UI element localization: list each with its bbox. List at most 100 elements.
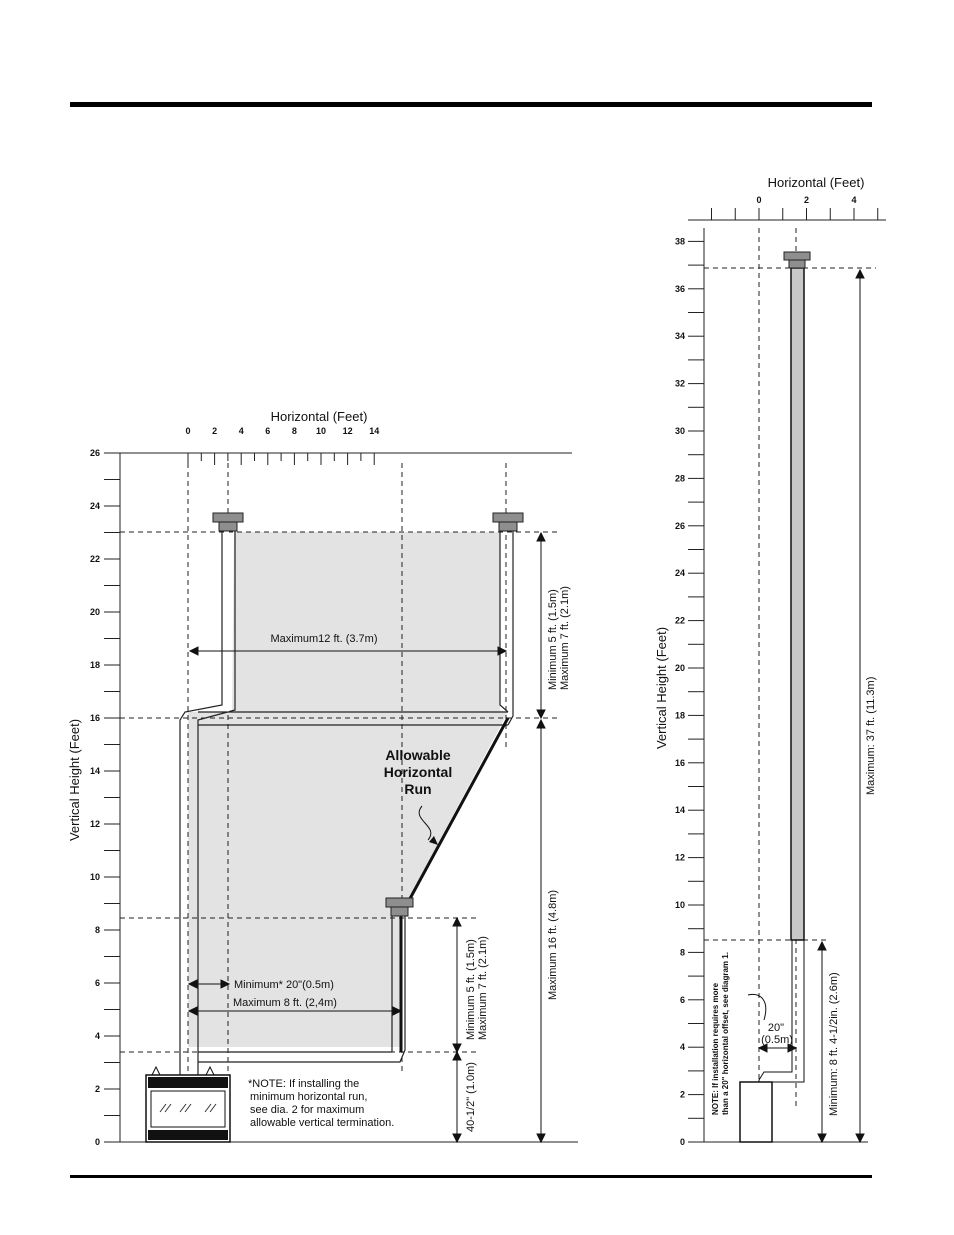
left-y-tick-label: 0 (95, 1137, 100, 1147)
right-y-axis-title: Vertical Height (Feet) (654, 627, 669, 749)
allowable-label-3: Run (404, 781, 431, 797)
min-8-label: Minimum: 8 ft. 4-1/2in. (2.6m) (828, 972, 840, 1116)
label-max-horizontal: Maximum12 ft. (3.7m) (271, 633, 378, 645)
height-40-label: 40-1/2" (1.0m) (465, 1062, 477, 1132)
right-y-tick-label: 16 (675, 758, 685, 768)
allowable-region (188, 532, 508, 1047)
right-x-ticks: 0 2 4 (711, 195, 879, 220)
right-y-tick-label: 18 (675, 710, 685, 720)
right-x-axis-title: Horizontal (Feet) (768, 175, 865, 190)
left-y-tick-label: 6 (95, 978, 100, 988)
left-y-tick-label: 18 (90, 660, 100, 670)
appliance-unit (739, 1081, 773, 1143)
left-x-tick-label: 12 (343, 426, 353, 436)
left-y-tick-label: 12 (90, 819, 100, 829)
dim-vert-37 (855, 268, 865, 1144)
allowable-label-1: Allowable (385, 747, 451, 763)
right-y-tick-label: 38 (675, 236, 685, 246)
max-16-label: Maximum 16 ft. (4.8m) (547, 890, 559, 1000)
right-y-tick-label: 22 (675, 616, 685, 626)
termination-cap-tall (783, 251, 811, 269)
right-y-tick-label: 14 (675, 805, 685, 815)
termination-cap-left (212, 512, 244, 532)
allowable-label-2: Horizontal (384, 764, 452, 780)
right-y-tick-label: 4 (680, 1042, 685, 1052)
right-x-tick-label: 2 (804, 195, 809, 205)
dim-arrow-max8 (187, 1006, 403, 1016)
right-diagram: Horizontal (Feet) Vertical Height (Feet)… (654, 175, 886, 1147)
right-y-tick-label: 0 (680, 1137, 685, 1147)
offset-20-label: 20" (768, 1022, 784, 1034)
upper-max-label: Maximum 7 ft. (2.1m) (559, 586, 571, 690)
footer-rule (70, 1175, 872, 1178)
left-y-tick-label: 26 (90, 448, 100, 458)
left-x-ticks: 0 2 4 6 8 10 12 14 (185, 426, 379, 465)
note-line-4: allowable vertical termination. (250, 1117, 394, 1129)
allowable-pointer-head (429, 836, 438, 845)
left-y-tick-label: 10 (90, 872, 100, 882)
dim-vert-lower (452, 916, 462, 1054)
left-x-tick-label: 2 (212, 426, 217, 436)
dim-arrow-max12 (188, 646, 508, 656)
right-y-tick-label: 24 (675, 568, 685, 578)
left-x-tick-label: 0 (185, 426, 190, 436)
right-note-line-1: NOTE: If installation requires more (711, 982, 720, 1115)
right-y-tick-label: 12 (675, 853, 685, 863)
termination-cap-right (492, 512, 524, 532)
right-note-line-2: than a 20" horizontal offset, see diagra… (721, 952, 730, 1115)
dim-vert-max16 (536, 718, 546, 1144)
right-x-tick-label: 0 (756, 195, 761, 205)
left-x-tick-label: 4 (239, 426, 244, 436)
label-max-8: Maximum 8 ft. (2,4m) (233, 997, 337, 1009)
left-x-axis-title: Horizontal (Feet) (271, 409, 368, 424)
right-y-tick-label: 2 (680, 1090, 685, 1100)
left-x-tick-label: 10 (316, 426, 326, 436)
left-y-axis-title: Vertical Height (Feet) (67, 719, 82, 841)
left-x-tick-label: 6 (265, 426, 270, 436)
left-y-tick-label: 16 (90, 713, 100, 723)
dim-arrow-min20 (187, 979, 231, 989)
header-rule (70, 102, 872, 107)
upper-min-label: Minimum 5 ft. (1.5m) (547, 589, 559, 690)
right-y-tick-label: 34 (675, 331, 685, 341)
allowable-diagonal-boundary (398, 717, 510, 918)
right-y-tick-label: 26 (675, 521, 685, 531)
offset-05-label: (0.5m) (761, 1034, 793, 1046)
left-diagram: Horizontal (Feet) Vertical Height (Feet)… (67, 409, 578, 1147)
right-y-tick-label: 10 (675, 900, 685, 910)
left-y-tick-label: 4 (95, 1031, 100, 1041)
right-y-tick-label: 28 (675, 473, 685, 483)
left-y-tick-label: 8 (95, 925, 100, 935)
right-y-tick-label: 8 (680, 947, 685, 957)
left-y-tick-label: 2 (95, 1084, 100, 1094)
note-line-2: minimum horizontal run, (250, 1091, 367, 1103)
left-y-tick-label: 24 (90, 501, 100, 511)
vent-pipe-outlines (179, 530, 514, 1075)
right-y-tick-label: 30 (675, 426, 685, 436)
dim-vert-upper (536, 531, 546, 720)
lower-min-label: Minimum 5 ft. (1.5m) (465, 939, 477, 1040)
right-x-tick-label: 4 (851, 195, 856, 205)
note-line-1: *NOTE: If installing the (248, 1078, 359, 1090)
allowable-pointer (418, 805, 432, 841)
lower-max-label: Maximum 7 ft. (2.1m) (477, 936, 489, 1040)
left-y-tick-label: 20 (90, 607, 100, 617)
left-y-tick-label: 14 (90, 766, 100, 776)
right-y-tick-label: 6 (680, 995, 685, 1005)
dim-vert-40 (452, 1050, 462, 1144)
dim-offset-20 (757, 1043, 798, 1053)
left-y-tick-label: 22 (90, 554, 100, 564)
offset-pointer (747, 993, 767, 1021)
termination-cap-lower (385, 897, 414, 917)
fireplace-unit (145, 1065, 231, 1143)
tall-vent-pipe (790, 267, 805, 941)
left-x-tick-label: 8 (292, 426, 297, 436)
left-x-tick-label: 14 (369, 426, 379, 436)
max-37-label: Maximum: 37 ft. (11.3m) (865, 677, 877, 795)
label-min-horizontal: Minimum* 20"(0.5m) (234, 979, 334, 991)
note-line-3: see dia. 2 for maximum (250, 1104, 364, 1116)
dim-vert-min8 (817, 940, 827, 1144)
